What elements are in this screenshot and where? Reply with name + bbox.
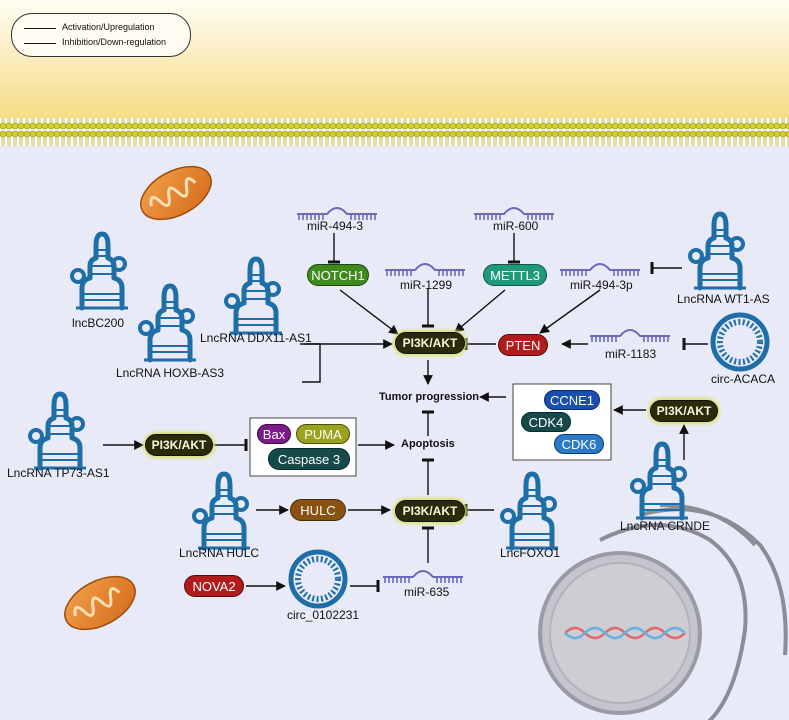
label-mir-494-3p: miR-494-3p	[570, 278, 633, 292]
pi3k-akt-node-right: PI3K/AKT	[650, 400, 718, 422]
pten-node: PTEN	[498, 334, 548, 356]
inhibition-bar-icon	[24, 43, 56, 44]
cdk6-node: CDK6	[554, 434, 604, 454]
legend: Activation/Upregulation Inhibition/Down-…	[11, 13, 191, 57]
label-mir-1183: miR-1183	[605, 347, 657, 361]
pi3k-akt-node-center: PI3K/AKT	[395, 332, 465, 354]
pi3k-akt-node-lower: PI3K/AKT	[395, 500, 465, 522]
cell-membrane	[0, 118, 789, 148]
label-lncfoxo1: LncFOXO1	[500, 546, 561, 560]
mettl3-node: METTL3	[483, 264, 547, 286]
label-mir-1299: miR-1299	[400, 278, 453, 292]
ccne1-node: CCNE1	[544, 390, 600, 410]
label-lncrna-wt1-as: LncRNA WT1-AS	[677, 292, 770, 306]
label-circ-0102231: circ_0102231	[287, 608, 360, 622]
label-lncrna-tp73-as1: LncRNA TP73-AS1	[7, 466, 110, 480]
label-lncrna-crnde: LncRNA CRNDE	[620, 519, 711, 533]
hulc-node: HULC	[290, 499, 346, 521]
connectors	[103, 233, 708, 592]
puma-node: PUMA	[296, 424, 350, 444]
label-mir-635: miR-635	[404, 585, 450, 599]
activation-arrow-icon	[24, 28, 56, 29]
label-lncrna-hulc: LncRNA HULC	[179, 546, 260, 560]
bax-node: Bax	[257, 424, 291, 444]
pi3k-akt-node-left: PI3K/AKT	[145, 434, 213, 456]
label-lncbc200: lncBC200	[72, 316, 125, 330]
caspase-3-node: Caspase 3	[268, 448, 350, 470]
cdk4-node: CDK4	[521, 412, 571, 432]
label-apoptosis: Apoptosis	[401, 438, 455, 450]
label-mir-494-3: miR-494-3	[307, 219, 364, 233]
nova2-node: NOVA2	[184, 575, 244, 597]
mitochondrion-icon	[64, 575, 136, 631]
label-lncrna-ddx11-as1: LncRNA DDX11-AS1	[200, 331, 312, 345]
notch1-node: NOTCH1	[307, 264, 369, 286]
label-tumor-progression: Tumor progression	[379, 391, 480, 403]
circ-0102231-icon	[288, 549, 348, 609]
circ-acaca-icon	[710, 312, 770, 372]
label-lncrna-hoxb-as3: LncRNA HOXB-AS3	[116, 366, 225, 380]
label-circ-acaca: circ-ACACA	[711, 372, 776, 386]
legend-inhibition: Inhibition/Down-regulation	[62, 37, 167, 47]
nucleus-icon	[538, 503, 788, 720]
mitochondrion-icon	[140, 165, 212, 221]
legend-activation: Activation/Upregulation	[62, 22, 155, 32]
label-mir-600: miR-600	[493, 219, 539, 233]
